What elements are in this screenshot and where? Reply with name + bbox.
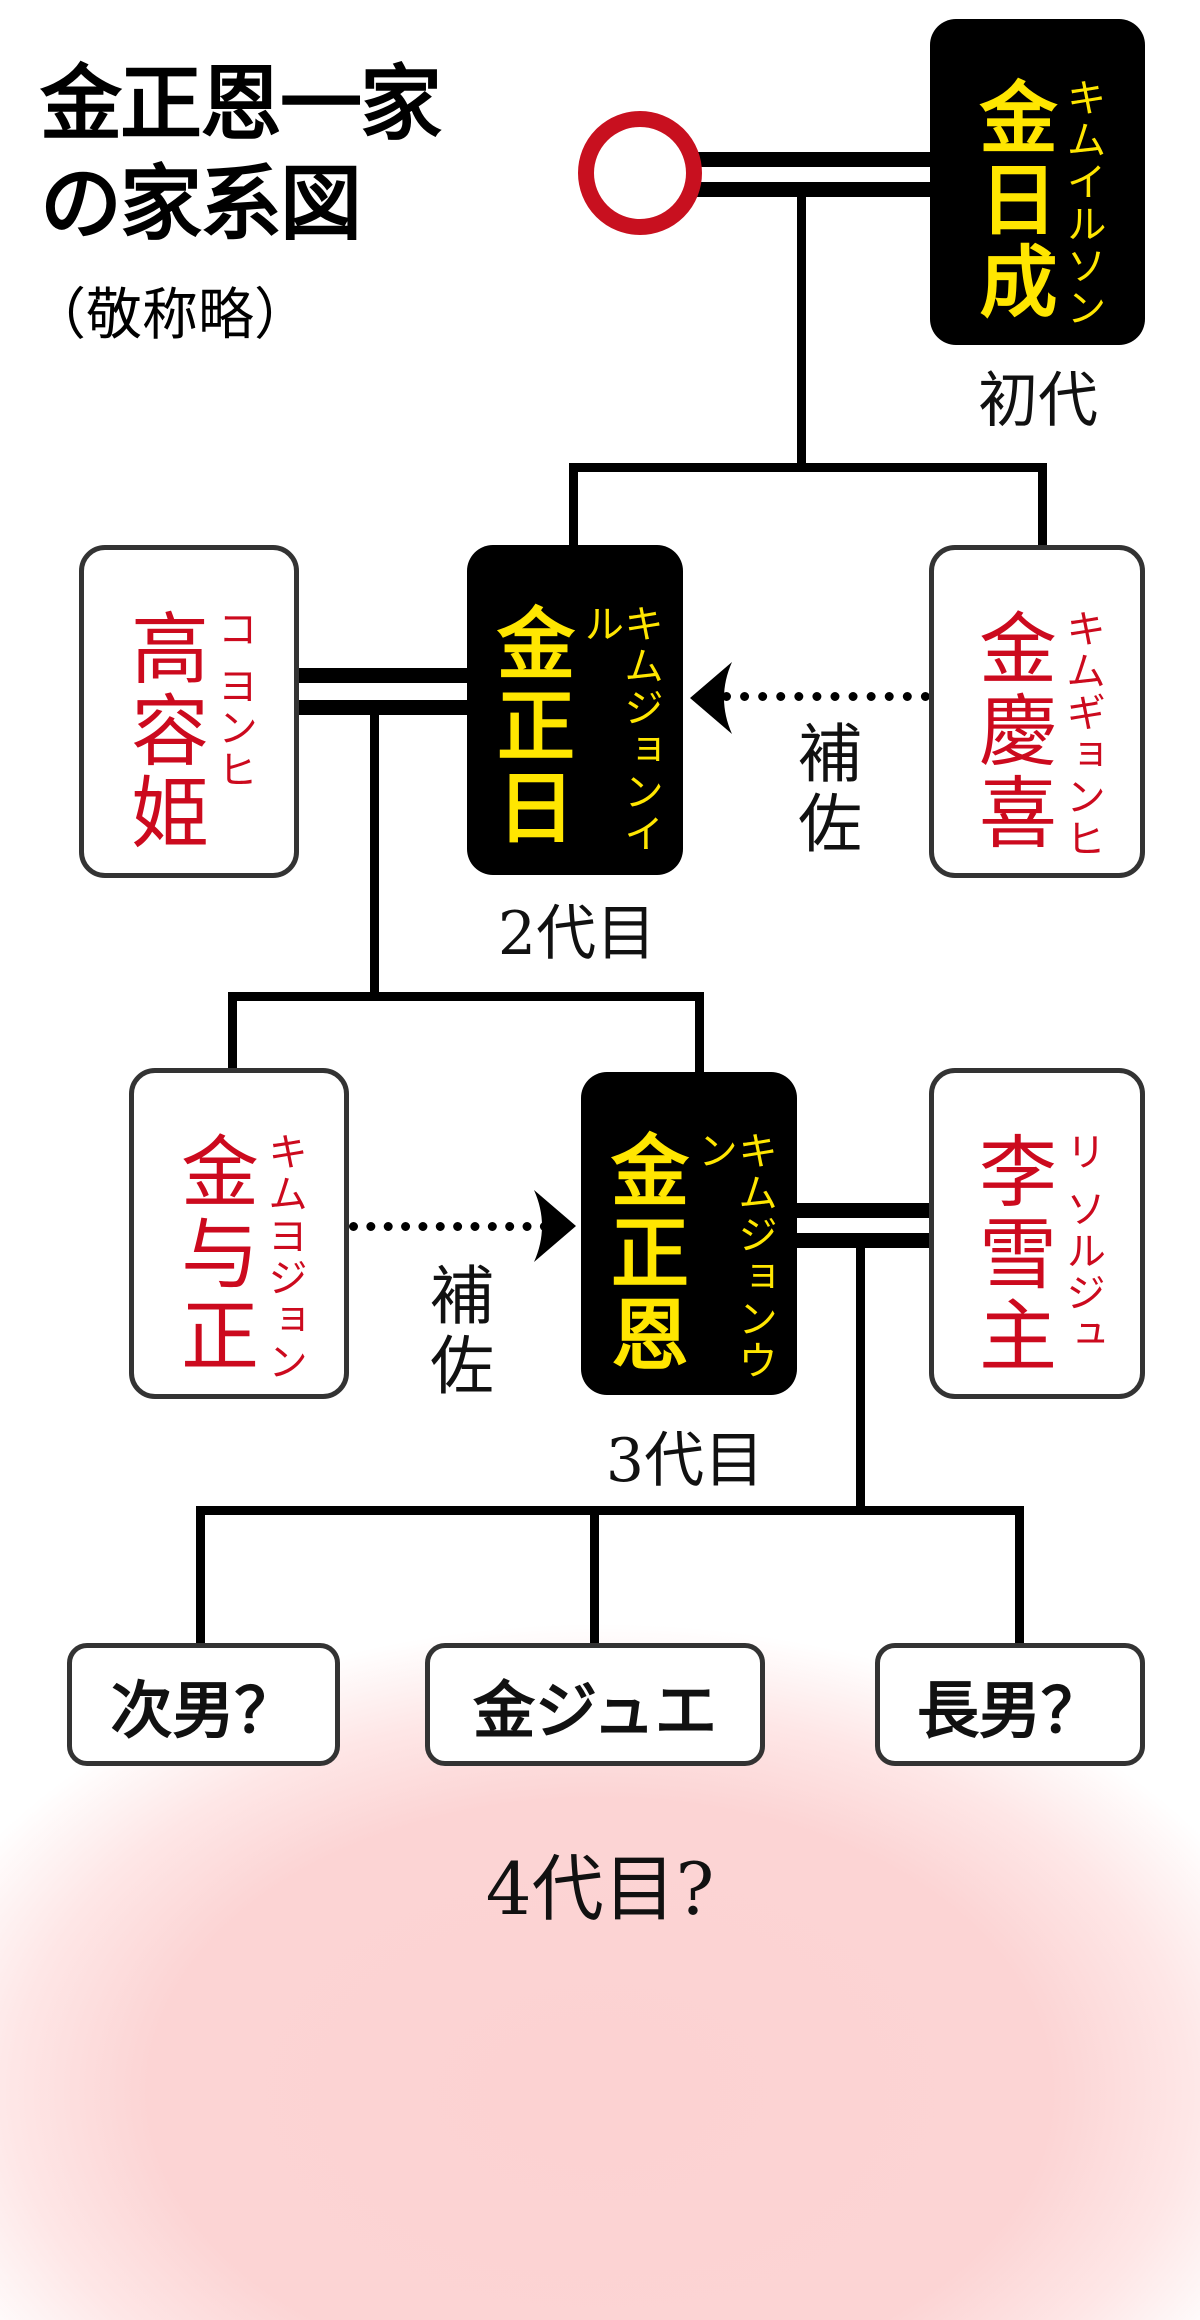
child-box-second-son[interactable]: 次男？	[67, 1643, 340, 1766]
marriage-line-bottom	[668, 182, 932, 197]
assist-label: 補佐	[419, 1262, 493, 1402]
descent-line	[370, 715, 379, 1000]
descent-line	[1015, 1506, 1024, 1646]
person-name: 高容姫	[118, 608, 208, 854]
marriage-line-top	[298, 668, 468, 683]
title-line2: の家系図	[40, 157, 362, 252]
person-name: 金正日	[484, 603, 574, 849]
person-name: 金慶喜	[966, 608, 1056, 854]
person-box-kim-il-sung[interactable]: 金日成 キムイルソン	[930, 19, 1145, 345]
generation-label: 2代目	[497, 899, 657, 969]
descent-line	[196, 1506, 205, 1646]
person-box-kim-yo-jong[interactable]: 金与正 キムヨジョン	[129, 1068, 349, 1399]
arrowhead-left-icon	[690, 662, 732, 734]
sibling-bar	[196, 1506, 1024, 1515]
marriage-line-top	[668, 152, 932, 167]
child-box-kim-ju-ae[interactable]: 金ジュエ	[425, 1643, 765, 1766]
person-box-kim-jong-il[interactable]: 金正日 キムジョンイル	[467, 545, 683, 875]
person-box-kim-kyong-hui[interactable]: 金慶喜 キムギョンヒ	[929, 545, 1145, 878]
spouse-marker-circle	[578, 111, 702, 235]
person-reading: キムジョンウン	[691, 1130, 777, 1382]
future-generation-label: 4代目?	[485, 1847, 715, 1931]
child-label: 金ジュエ	[473, 1673, 717, 1747]
person-name: 金与正	[168, 1131, 258, 1377]
sibling-bar	[569, 463, 1047, 472]
child-label: 次男？	[110, 1673, 297, 1747]
person-box-ri-sol-ju[interactable]: 李雪主 リ ソルジュ	[929, 1068, 1145, 1399]
descent-line	[590, 1506, 599, 1646]
descent-line	[695, 992, 704, 1073]
descent-line	[569, 463, 578, 547]
title-note: （敬称略）	[30, 283, 310, 348]
title-line1: 金正恩一家	[40, 57, 442, 152]
arrowhead-right-icon	[534, 1190, 576, 1262]
generation-label: 初代	[978, 366, 1098, 436]
marriage-line-bottom	[797, 1233, 930, 1248]
child-label: 長男？	[916, 1673, 1103, 1747]
person-reading: コ ヨンヒ	[211, 608, 257, 791]
descent-line	[856, 1248, 865, 1514]
person-reading: キムヨジョン	[261, 1131, 307, 1383]
person-name: 金正恩	[598, 1130, 688, 1376]
generation-label: 3代目	[605, 1426, 765, 1496]
person-box-kim-jong-un[interactable]: 金正恩 キムジョンウン	[581, 1072, 797, 1395]
marriage-line-bottom	[298, 700, 468, 715]
descent-line	[1038, 463, 1047, 547]
person-name: 李雪主	[966, 1131, 1056, 1377]
descent-line	[797, 197, 806, 471]
person-reading: リ ソルジュ	[1059, 1131, 1105, 1356]
person-name: 金日成	[966, 77, 1057, 323]
descent-line	[228, 992, 237, 1069]
child-box-eldest-son[interactable]: 長男？	[875, 1643, 1145, 1766]
assist-label: 補佐	[787, 720, 861, 860]
sibling-bar	[228, 992, 704, 1001]
person-reading: キムイルソン	[1059, 77, 1106, 329]
person-reading: キムギョンヒ	[1059, 608, 1105, 860]
assist-arrow-line	[722, 692, 930, 701]
person-reading: キムジョンイル	[577, 603, 663, 855]
person-box-ko-yong-hui[interactable]: 高容姫 コ ヨンヒ	[79, 545, 299, 878]
marriage-line-top	[797, 1203, 930, 1218]
assist-arrow-line	[349, 1222, 549, 1231]
